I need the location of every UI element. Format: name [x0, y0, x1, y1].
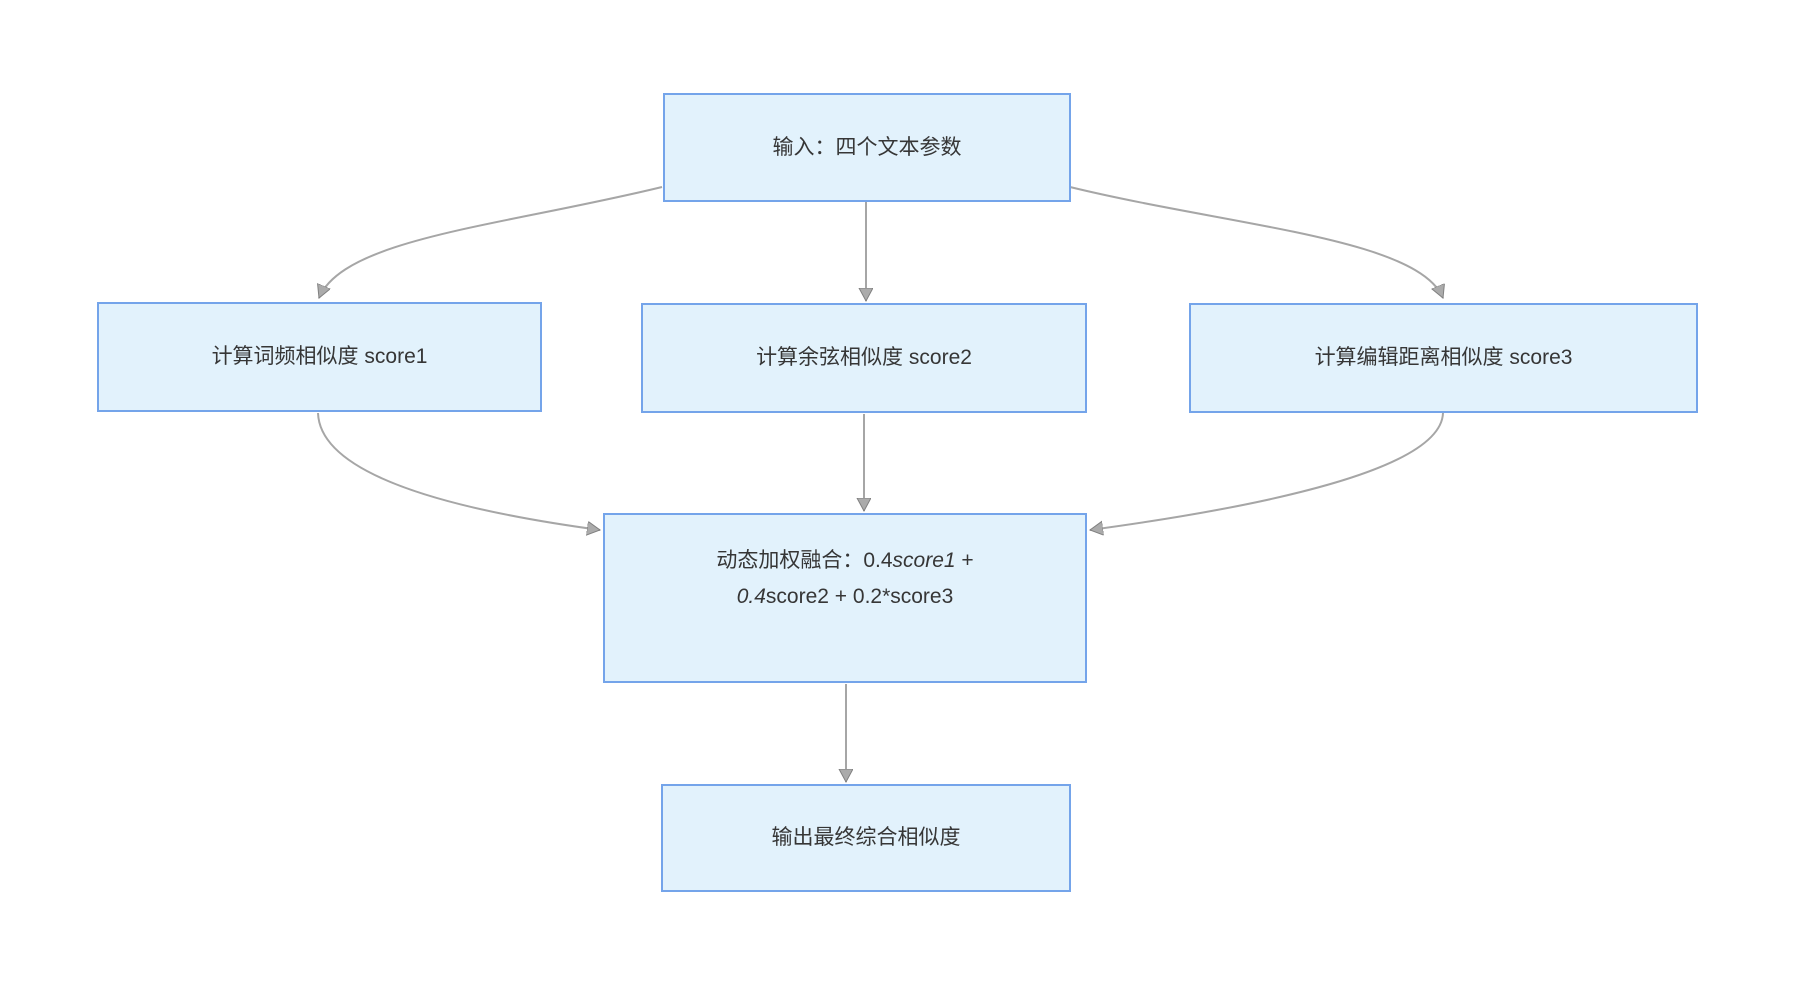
node-score3: 计算编辑距离相似度 score3 [1189, 303, 1698, 413]
edge-score1-to-fusion [317, 412, 600, 530]
node-fusion: 动态加权融合：0.4score1 + 0.4score2 + 0.2*score… [603, 513, 1087, 683]
node-fusion-label-line2: 0.4score2 + 0.2*score3 [736, 585, 954, 608]
node-score3-label: 计算编辑距离相似度 score3 [1314, 346, 1573, 369]
node-score2-label: 计算余弦相似度 score2 [756, 346, 972, 369]
node-fusion-label-line1: 动态加权融合：0.4score1 + [716, 549, 974, 572]
edge-input-to-score3 [1069, 186, 1443, 298]
node-score2: 计算余弦相似度 score2 [641, 303, 1087, 413]
node-input-label: 输入：四个文本参数 [772, 135, 962, 159]
node-score1-label: 计算词频相似度 score1 [211, 345, 428, 368]
node-score1: 计算词频相似度 score1 [97, 302, 542, 412]
node-input: 输入：四个文本参数 [663, 93, 1071, 202]
edge-score3-to-fusion [1090, 412, 1444, 530]
node-output-label: 输出最终综合相似度 [771, 826, 961, 849]
node-output: 输出最终综合相似度 [661, 784, 1071, 892]
edge-input-to-score1 [319, 186, 663, 298]
